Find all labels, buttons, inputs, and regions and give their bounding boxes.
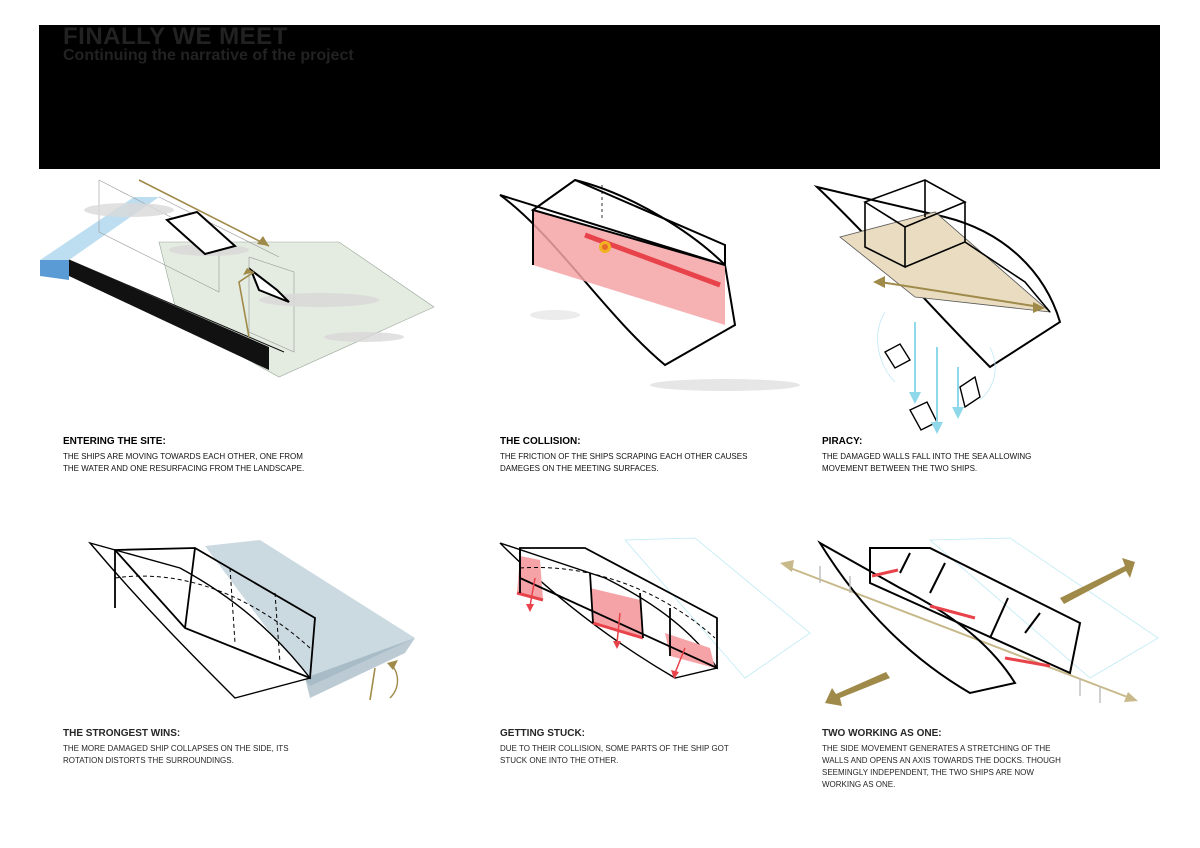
diagram-entering-the-site bbox=[39, 172, 439, 382]
diagram-two-working-as-one bbox=[780, 537, 1165, 713]
page-subtitle: Continuing the narrative of the project bbox=[63, 47, 354, 64]
diagram-the-collision bbox=[495, 175, 805, 415]
caption-body: THE DAMAGED WALLS FALL INTO THE SEA ALLO… bbox=[822, 452, 1032, 473]
caption-heading: THE COLLISION: bbox=[500, 436, 581, 447]
page-title: FINALLY WE MEET bbox=[63, 23, 288, 50]
caption-entering-the-site: ENTERING THE SITE: THE SHIPS ARE MOVING … bbox=[63, 436, 313, 475]
caption-the-strongest-wins: THE STRONGEST WINS: THE MORE DAMAGED SHI… bbox=[63, 728, 313, 767]
caption-the-collision: THE COLLISION: THE FRICTION OF THE SHIPS… bbox=[500, 436, 750, 475]
caption-heading: TWO WORKING AS ONE: bbox=[822, 728, 942, 739]
header-band bbox=[39, 25, 1160, 169]
caption-body: THE SHIPS ARE MOVING TOWARDS EACH OTHER,… bbox=[63, 452, 305, 473]
caption-body: THE MORE DAMAGED SHIP COLLAPSES ON THE S… bbox=[63, 744, 289, 765]
caption-two-working-as-one: TWO WORKING AS ONE: THE SIDE MOVEMENT GE… bbox=[822, 728, 1072, 791]
caption-heading: ENTERING THE SITE: bbox=[63, 436, 166, 447]
caption-piracy: PIRACY: THE DAMAGED WALLS FALL INTO THE … bbox=[822, 436, 1072, 475]
caption-heading: GETTING STUCK: bbox=[500, 728, 585, 739]
diagram-getting-stuck bbox=[495, 537, 815, 698]
caption-body: THE SIDE MOVEMENT GENERATES A STRETCHING… bbox=[822, 744, 1061, 789]
caption-body: DUE TO THEIR COLLISION, SOME PARTS OF TH… bbox=[500, 744, 729, 765]
caption-heading: THE STRONGEST WINS: bbox=[63, 728, 181, 739]
diagram-piracy bbox=[813, 172, 1075, 437]
caption-body: THE FRICTION OF THE SHIPS SCRAPING EACH … bbox=[500, 452, 748, 473]
diagram-the-strongest-wins bbox=[85, 538, 420, 708]
caption-heading: PIRACY: bbox=[822, 436, 863, 447]
caption-getting-stuck: GETTING STUCK: DUE TO THEIR COLLISION, S… bbox=[500, 728, 750, 767]
